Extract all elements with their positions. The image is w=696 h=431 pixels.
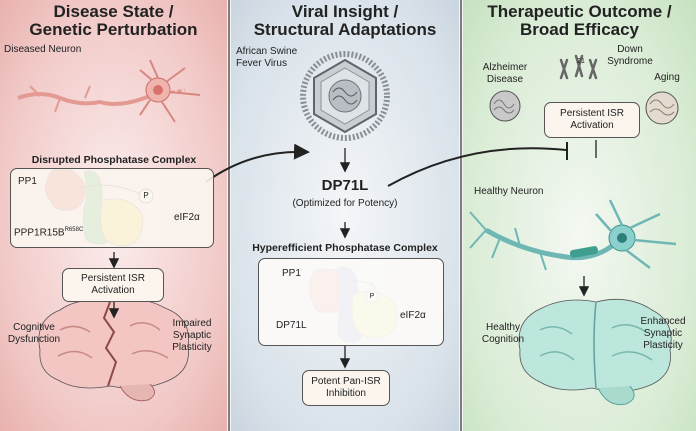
eif2a-label-middle: eIF2α bbox=[400, 310, 426, 321]
disrupted-complex-box bbox=[10, 168, 214, 248]
hyperefficient-heading: Hyperefficient Phosphatase Complex bbox=[252, 242, 438, 254]
viral-title: Viral Insight /Structural Adaptations bbox=[253, 2, 437, 39]
dp71l-small-label: DP71L bbox=[276, 320, 307, 331]
cracked-brain-illustration bbox=[38, 298, 189, 402]
divider-left bbox=[228, 0, 230, 431]
divider-right bbox=[460, 0, 462, 431]
aging-label: Aging bbox=[654, 72, 680, 83]
healthy-neuron-label: Healthy Neuron bbox=[474, 186, 544, 197]
disease-icons bbox=[489, 54, 679, 125]
ppp1r15b-label: PPP1R15BR658C bbox=[14, 227, 84, 239]
diseased-neuron-label: Diseased Neuron bbox=[4, 44, 82, 55]
healthy-neuron-illustration bbox=[469, 199, 677, 271]
pp1-label: PP1 bbox=[18, 176, 37, 187]
pp1-label-middle: PP1 bbox=[282, 268, 301, 279]
hyperefficient-complex-box bbox=[258, 258, 444, 346]
therapeutic-title: Therapeutic Outcome /Broad Efficacy bbox=[487, 2, 672, 39]
dp71l-title: DP71L bbox=[321, 177, 369, 194]
disrupted-complex-heading: Disrupted Phosphatase Complex bbox=[31, 154, 197, 166]
diseased-neuron-illustration bbox=[17, 59, 201, 123]
disease-title: Disease State /Genetic Perturbation bbox=[29, 2, 198, 39]
phosphate-label-middle: P bbox=[369, 293, 375, 300]
eif2a-label: eIF2α bbox=[174, 212, 200, 223]
healthy-brain-illustration bbox=[518, 298, 672, 406]
virus-illustration bbox=[300, 51, 390, 141]
chromosome-21-label: 21 bbox=[577, 58, 585, 65]
optimized-label: (Optimized for Potency) bbox=[292, 198, 398, 209]
phosphate-label: P bbox=[143, 191, 149, 200]
